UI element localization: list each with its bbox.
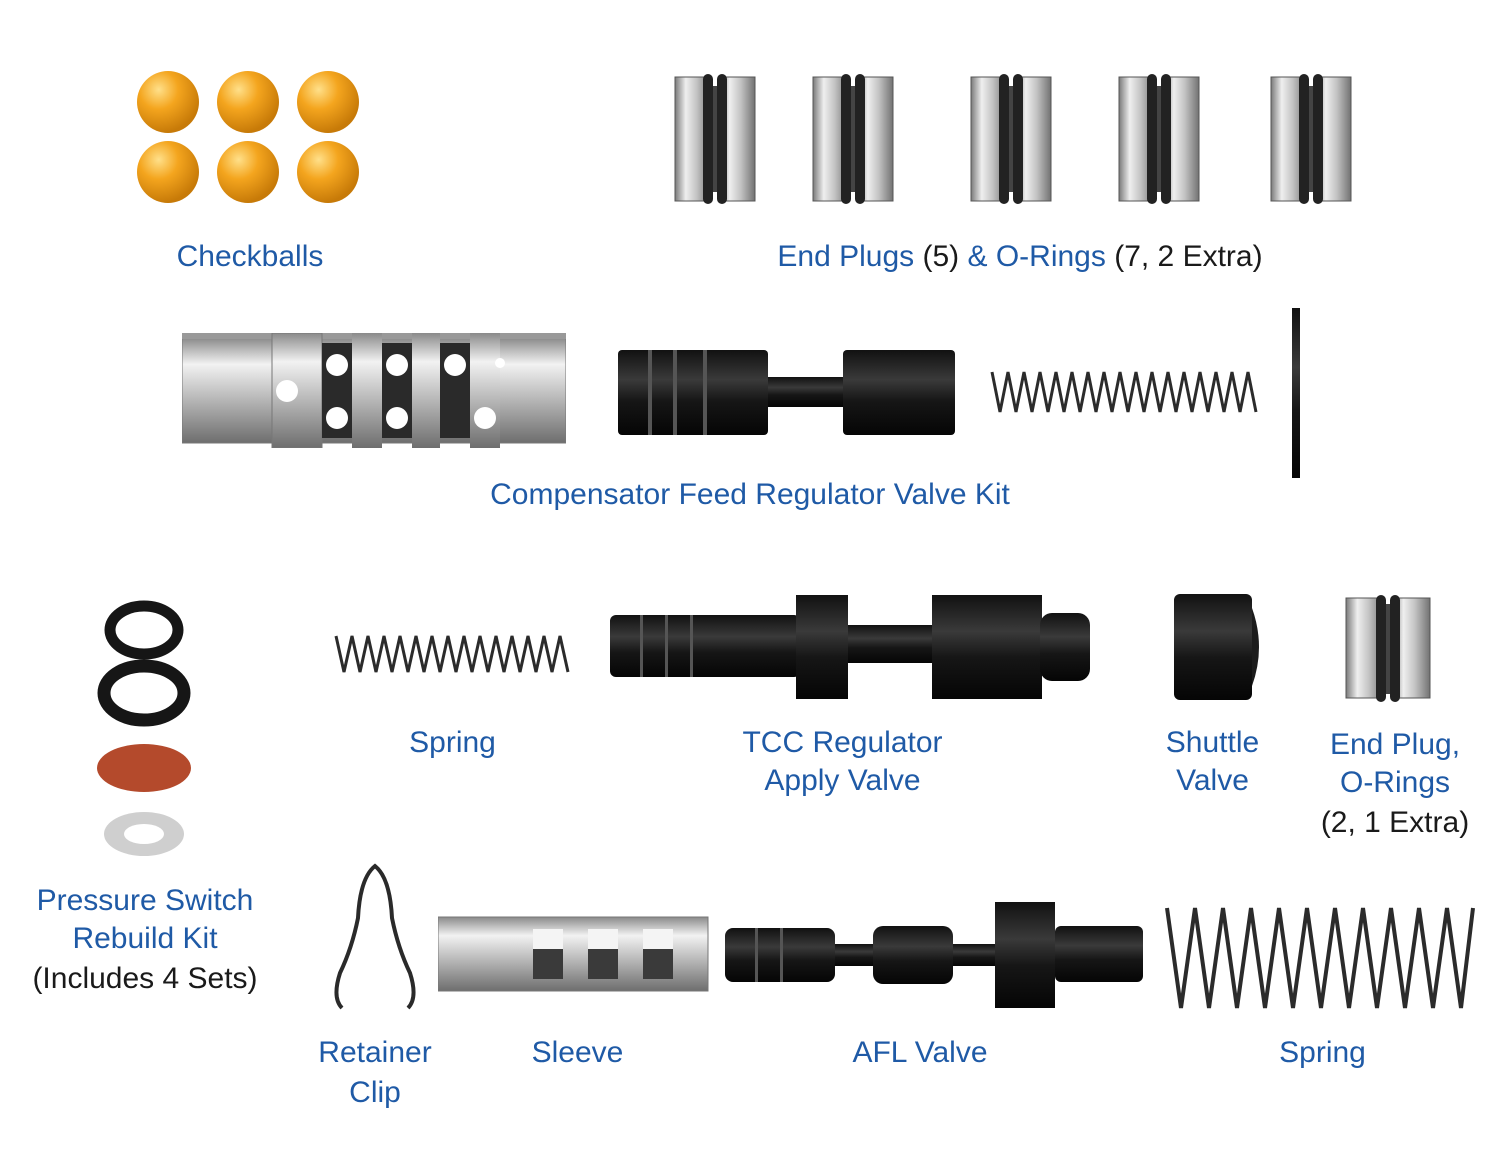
end-plugs-label: End Plugs (5) & O-Rings (7, 2 Extra): [740, 238, 1300, 276]
retainer-clip-line2: Clip: [349, 1076, 401, 1109]
comp-pin-image: [1290, 308, 1302, 478]
checkballs-label: Checkballs: [176, 240, 324, 273]
upper-spring-image: [334, 630, 574, 678]
pressure-switch-line3: (Includes 4 Sets): [32, 962, 258, 995]
comp-feed-kit-label: Compensator Feed Regulator Valve Kit: [490, 478, 1010, 511]
afl-valve-label: AFL Valve: [852, 1036, 988, 1069]
end-plugs-image: [670, 72, 1370, 207]
retainer-clip-line1: Retainer: [318, 1036, 432, 1069]
end-plug-single-image: [1342, 594, 1437, 704]
pressure-switch-kit-image: [94, 600, 194, 862]
shuttle-label-line1: Shuttle: [1165, 726, 1260, 759]
tcc-label-line2: Apply Valve: [764, 764, 921, 797]
lower-spring-label: Spring: [1279, 1036, 1366, 1069]
upper-spring-label: Spring: [409, 726, 496, 759]
o-rings-part: & O-Rings: [967, 240, 1106, 273]
sleeve-image: [438, 915, 710, 993]
retainer-clip-image: [330, 858, 420, 1018]
o-rings-qty: (7, 2 Extra): [1105, 240, 1263, 273]
pressure-switch-line2: Rebuild Kit: [72, 922, 218, 955]
end-plug-label-line2: O-Rings: [1339, 766, 1451, 799]
tcc-label-line1: TCC Regulator: [742, 726, 943, 759]
end-plugs-qty: (5): [914, 240, 968, 273]
sleeve-label: Sleeve: [531, 1036, 624, 1069]
end-plug-label-line3: (2, 1 Extra): [1320, 806, 1470, 839]
end-plug-label-line1: End Plug,: [1329, 728, 1461, 761]
lower-spring-image: [1163, 898, 1478, 1018]
afl-valve-image: [725, 900, 1145, 1010]
shuttle-label-line2: Valve: [1176, 764, 1249, 797]
pressure-switch-line1: Pressure Switch: [36, 884, 254, 917]
comp-sleeve-image: [182, 333, 566, 448]
end-plugs-part: End Plugs: [777, 240, 915, 273]
comp-valve-image: [618, 345, 958, 440]
comp-spring-image: [990, 362, 1260, 422]
shuttle-valve-image: [1174, 594, 1264, 700]
tcc-valve-image: [610, 593, 1092, 701]
checkballs-image: [130, 68, 370, 208]
